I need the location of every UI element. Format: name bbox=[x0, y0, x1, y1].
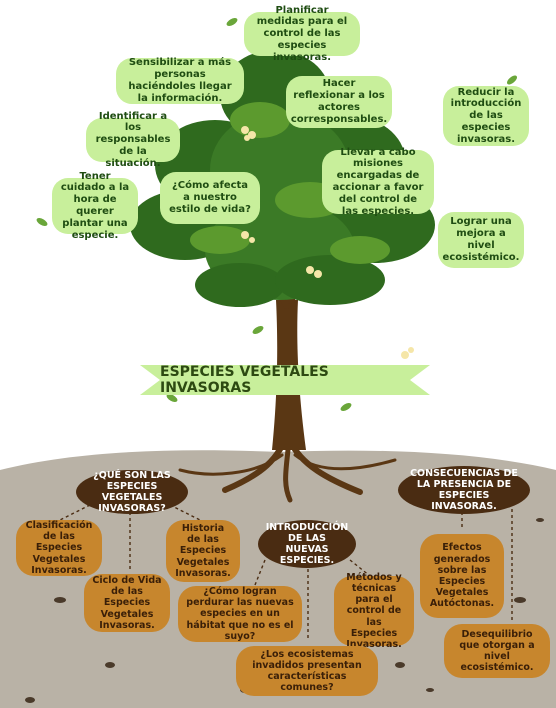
tree-bubble-identificar: Identificar a los responsables de la sit… bbox=[86, 111, 180, 169]
leaf-sprigs bbox=[36, 18, 517, 411]
soil-ground bbox=[0, 450, 556, 708]
root-item-clasificacion: Clasificación de las Especies Vegetales … bbox=[16, 520, 102, 576]
tree-bubble-estilo-de-vida: ¿Cómo afecta a nuestro estilo de vida? bbox=[160, 172, 260, 224]
tree-bubble-planificar: Planificar medidas para el control de la… bbox=[244, 5, 360, 63]
root-topic-que-son: ¿QUÉ SON LAS ESPECIES VEGETALES INVASORA… bbox=[76, 470, 188, 514]
root-item-ecosistemas-invadidos: ¿Los ecosistemas invadidos presentan car… bbox=[236, 646, 378, 696]
root-item-como-logran: ¿Cómo logran perdurar las nuevas especie… bbox=[178, 586, 302, 642]
root-item-desequilibrio: Desequilibrio que otorgan a nivel ecosis… bbox=[444, 624, 550, 678]
root-item-ciclo-de-vida: Ciclo de Vida de las Especies Vegetales … bbox=[84, 574, 170, 632]
title-ribbon-shape bbox=[140, 365, 430, 395]
root-topic-consecuencias: CONSECUENCIAS DE LA PRESENCIA DE ESPECIE… bbox=[398, 466, 530, 514]
tree-bubble-sensibilizar: Sensibilizar a más personas haciéndoles … bbox=[116, 57, 244, 104]
soil-specks bbox=[25, 518, 544, 703]
root-item-efectos: Efectos generados sobre las Especies Veg… bbox=[420, 534, 504, 618]
root-topic-introduccion: INTRODUCCIÓN DE LAS NUEVAS ESPECIES. bbox=[258, 520, 356, 568]
page-title: ESPECIES VEGETALES INVASORAS bbox=[160, 364, 329, 396]
root-item-historia: Historia de las Especies Vegetales Invas… bbox=[166, 520, 240, 582]
tree-bubble-misiones: Llevar a cabo misiones encargadas de acc… bbox=[322, 147, 434, 217]
tree-bubble-lograr-mejora: Lograr una mejora a nivel ecosistémico. bbox=[438, 212, 524, 268]
tree-bubble-reducir: Reducir la introducción de las especies … bbox=[443, 86, 529, 146]
root-connectors bbox=[59, 485, 513, 640]
tree-bubble-reflexionar: Hacer reflexionar a los actores correspo… bbox=[286, 76, 392, 128]
canopy-flowers bbox=[241, 126, 414, 359]
tree-bubble-tener-cuidado: Tener cuidado a la hora de querer planta… bbox=[52, 171, 138, 241]
root-item-metodos: Métodos y técnicas para el control de la… bbox=[334, 572, 414, 650]
